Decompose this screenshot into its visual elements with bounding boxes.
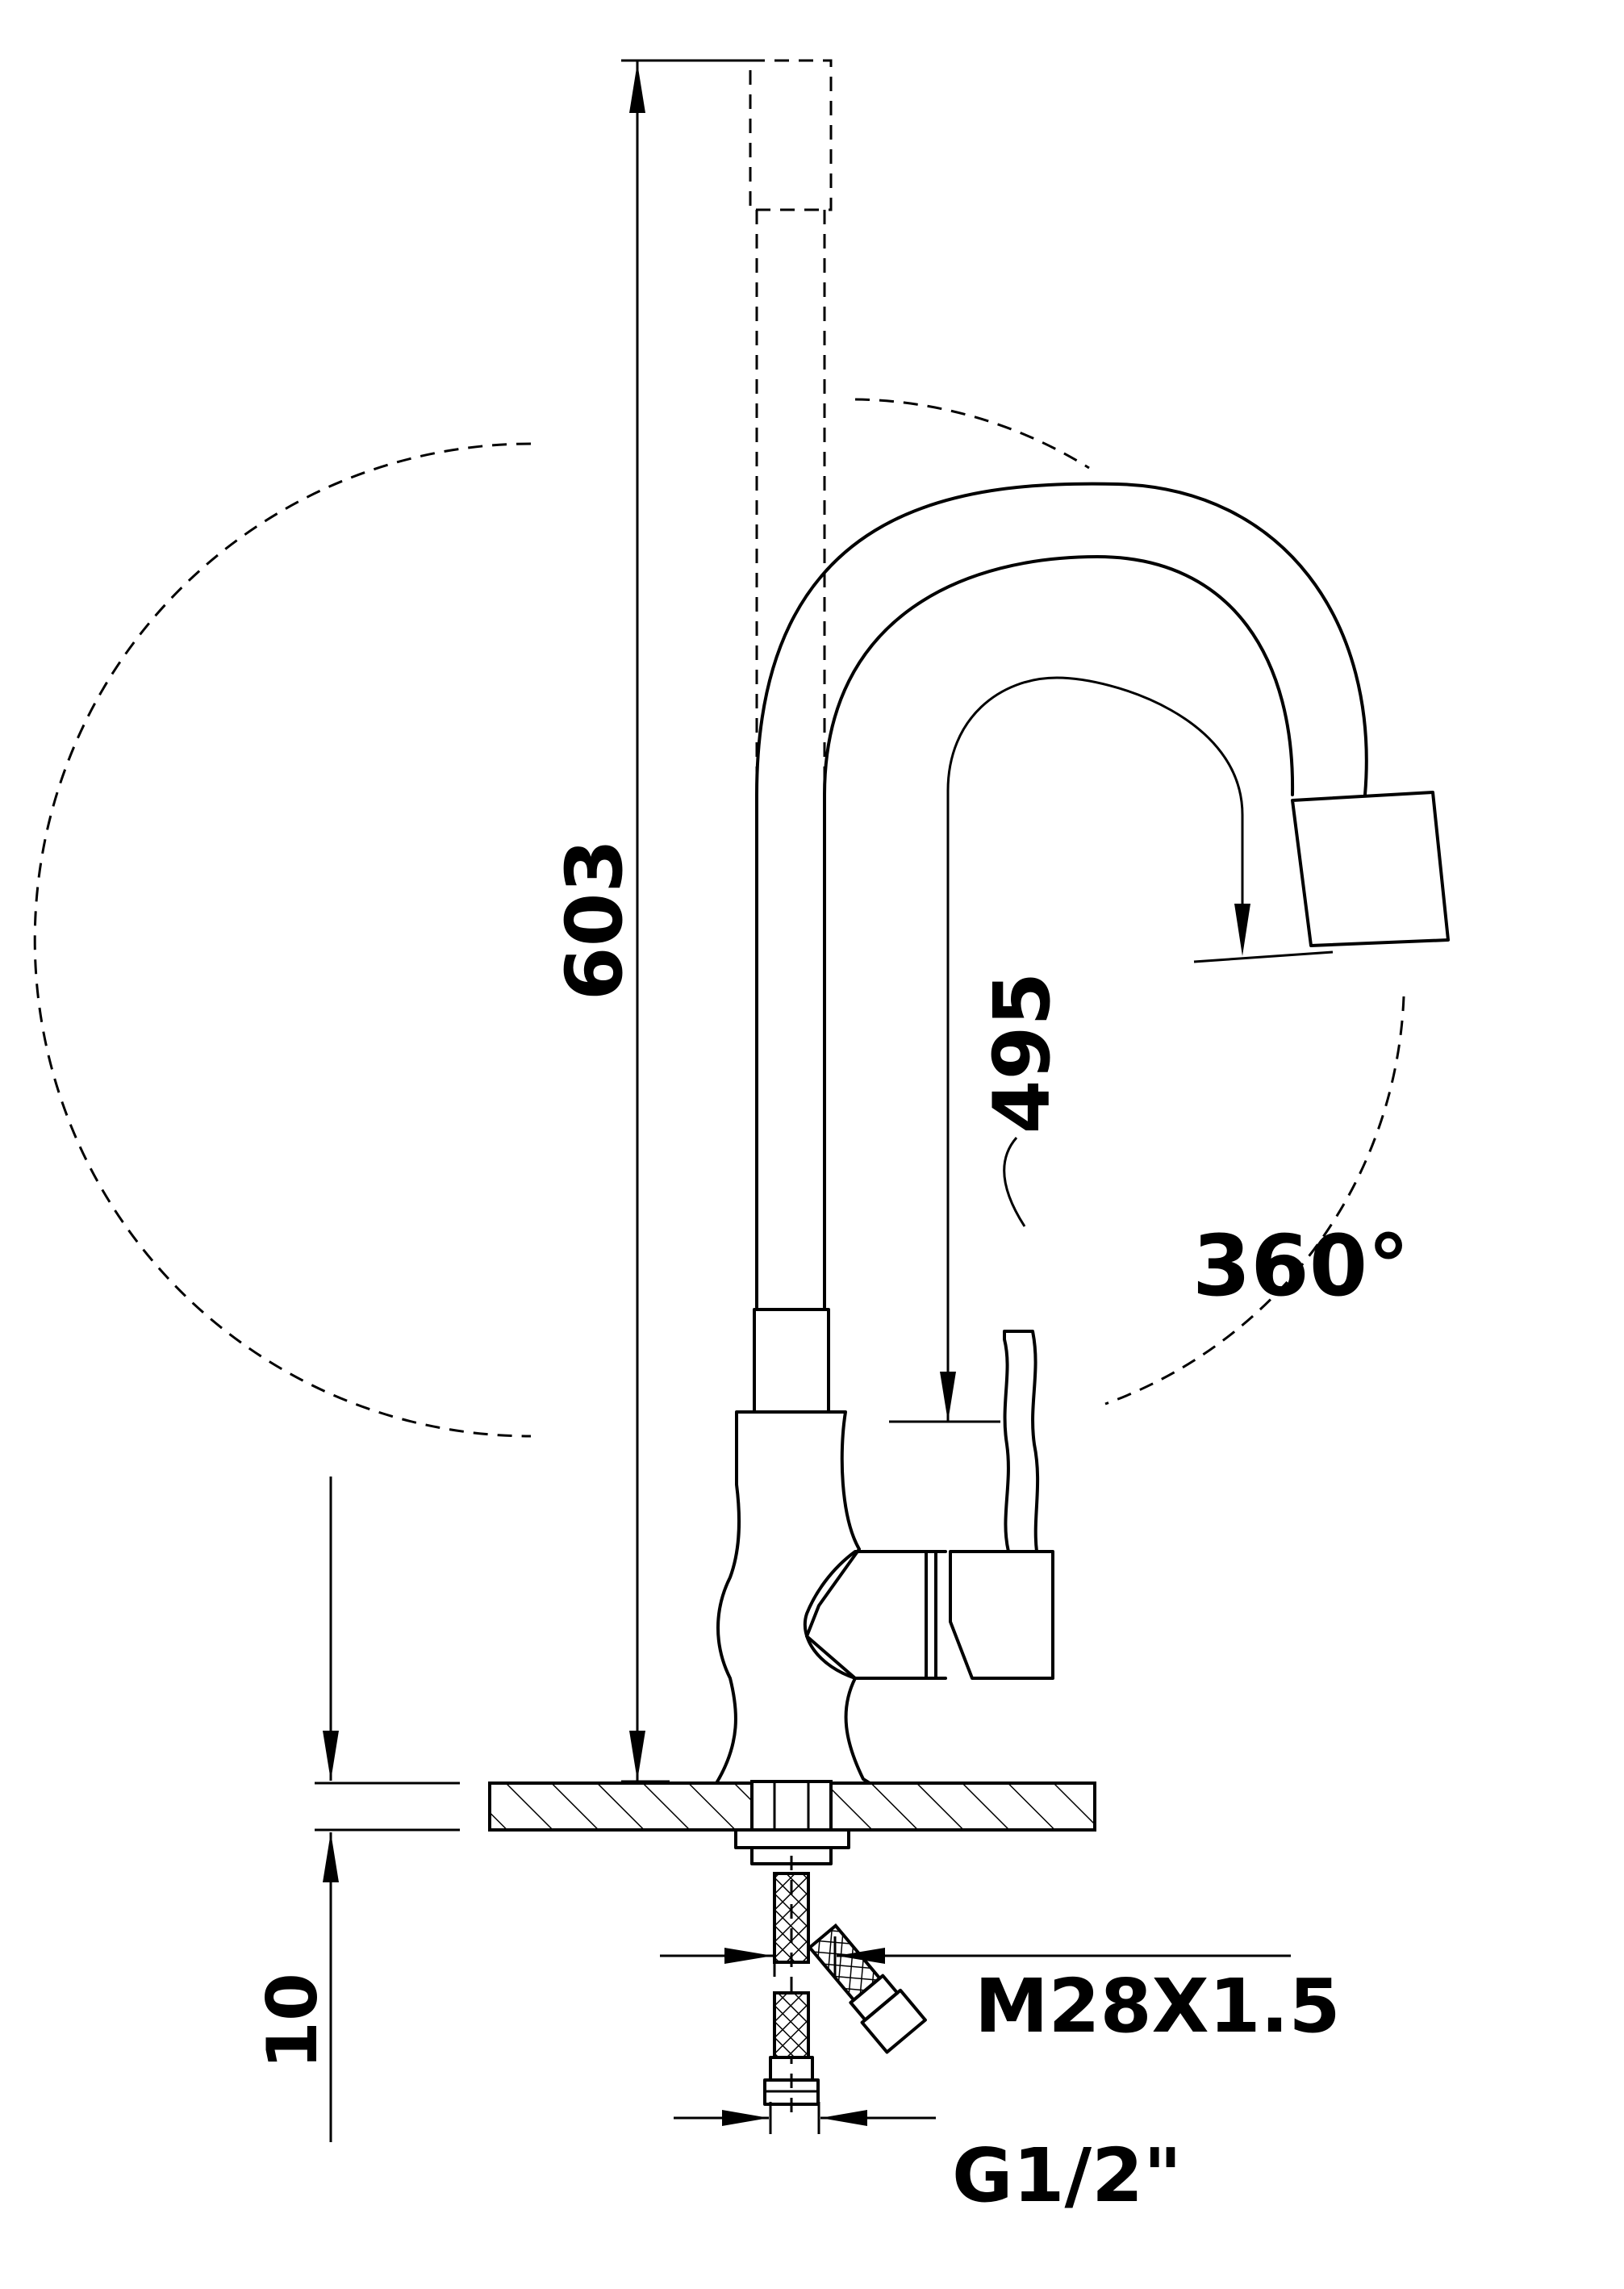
hose-connection-dimension [674,2102,936,2134]
thread-dimension [660,1936,1291,1977]
deck-thickness-label: 10 [253,1973,333,2070]
spout-aerator [1291,791,1450,947]
rotation-label: 360° [1192,1217,1409,1315]
spout-height-dimension [889,676,1334,1423]
spout [755,482,1450,1309]
spout-alt-position [749,59,833,1307]
supply-hoses [763,1856,927,2114]
thread-size-label: M28X1.5 [975,1963,1341,2049]
handle-lever [1003,1330,1040,1553]
spout-height-label: 495 [977,972,1067,1134]
overall-height-label: 603 [549,839,640,1000]
faucet-body [715,1308,1054,1785]
deck-plate [488,1780,1096,1865]
rotation-arc [33,398,1405,1438]
deck-thickness-dimension [315,1477,460,2142]
overall-height-dimension [621,59,750,1783]
hose-connection-label: G1/2" [952,2132,1182,2219]
